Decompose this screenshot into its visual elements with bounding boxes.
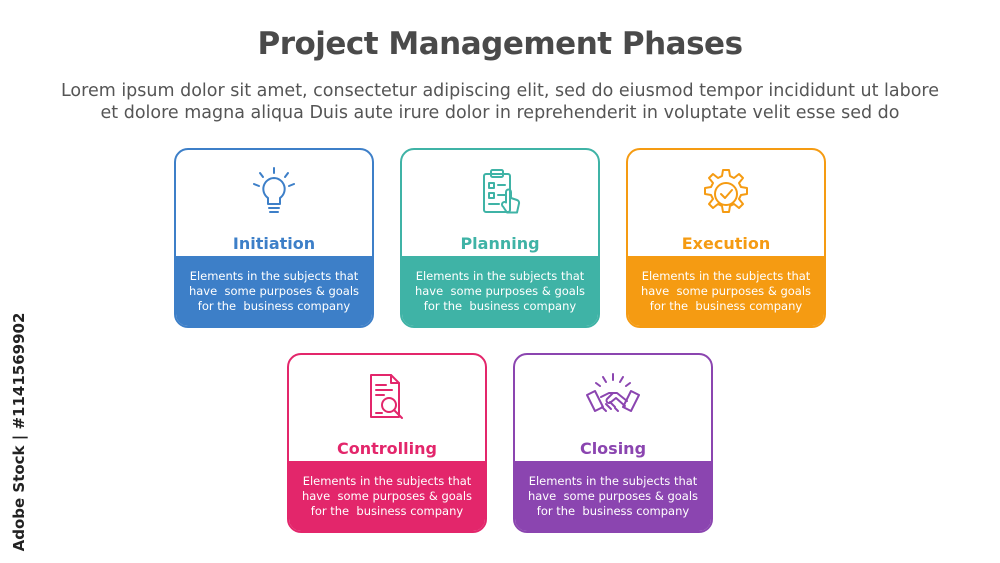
desc-line: have some purposes & goals (414, 283, 586, 298)
watermark-text: Adobe Stock | #1141569902 (10, 312, 28, 552)
phase-band: Elements in the subjects that have some … (628, 256, 824, 326)
phase-band: Elements in the subjects that have some … (402, 256, 598, 326)
desc-line: for the business company (197, 298, 351, 313)
phase-band: Elements in the subjects that have some … (176, 256, 372, 326)
subtitle-line-2: et dolore magna aliqua Duis aute irure d… (100, 103, 900, 123)
phase-card-closing: Closing Elements in the subjects that ha… (513, 353, 713, 533)
desc-line: for the business company (423, 298, 577, 313)
phase-band: Elements in the subjects that have some … (289, 461, 485, 531)
phase-label: Planning (460, 234, 540, 253)
lightbulb-icon (244, 164, 304, 224)
phase-description: Elements in the subjects that have some … (407, 269, 593, 314)
desc-line: have some purposes & goals (640, 283, 812, 298)
clipboard-checklist-icon (470, 164, 530, 224)
phase-band: Elements in the subjects that have some … (515, 461, 711, 531)
phase-label: Closing (579, 439, 647, 458)
phase-description: Elements in the subjects that have some … (520, 474, 706, 519)
phase-card-execution: Execution Elements in the subjects that … (626, 148, 826, 328)
phase-card-initiation: Initiation Elements in the subjects that… (174, 148, 374, 328)
phase-label: Controlling (337, 439, 437, 458)
desc-line: have some purposes & goals (188, 283, 360, 298)
document-magnifier-icon (357, 369, 417, 429)
desc-line: Elements in the subjects that (528, 473, 698, 488)
phase-description: Elements in the subjects that have some … (181, 269, 367, 314)
phase-description: Elements in the subjects that have some … (294, 474, 480, 519)
desc-line: for the business company (310, 503, 464, 518)
desc-line: for the business company (649, 298, 803, 313)
phase-description: Elements in the subjects that have some … (633, 269, 819, 314)
subtitle-line-1: Lorem ipsum dolor sit amet, consectetur … (60, 81, 940, 101)
phase-card-controlling: Controlling Elements in the subjects tha… (287, 353, 487, 533)
gear-check-icon (696, 164, 756, 224)
desc-line: Elements in the subjects that (641, 268, 811, 283)
desc-line: Elements in the subjects that (189, 268, 359, 283)
phase-label: Initiation (232, 234, 316, 253)
desc-line: have some purposes & goals (527, 488, 699, 503)
handshake-icon (583, 369, 643, 429)
watermark: Adobe Stock | #1141569902 (8, 313, 30, 552)
desc-line: for the business company (536, 503, 690, 518)
phase-card-planning: Planning Elements in the subjects that h… (400, 148, 600, 328)
desc-line: Elements in the subjects that (302, 473, 472, 488)
desc-line: Elements in the subjects that (415, 268, 585, 283)
phase-label: Execution (681, 234, 771, 253)
desc-line: have some purposes & goals (301, 488, 473, 503)
page-title: Project Management Phases (257, 26, 743, 62)
subtitle: Lorem ipsum dolor sit amet, consectetur … (30, 80, 970, 124)
